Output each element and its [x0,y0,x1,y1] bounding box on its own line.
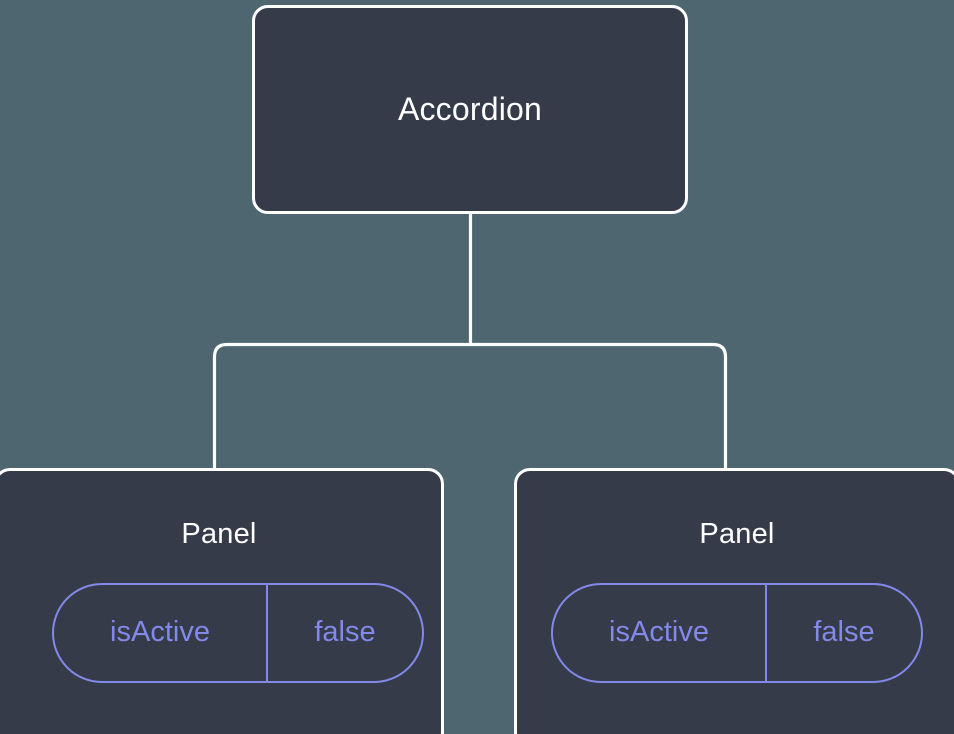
prop-value: false [314,616,376,649]
node-title: Accordion [397,90,543,127]
node-title: Panel [699,518,775,550]
prop-key: isActive [54,584,268,681]
node-title: Panel [181,518,257,550]
prop-badge[interactable]: isActive false [551,582,923,683]
tree-node-panel-1[interactable]: Panel isActive false [514,468,954,734]
prop-key: isActive [553,584,767,681]
edge-root-to-panel-0 [212,342,471,468]
edge-root-to-panel-1 [470,342,728,468]
prop-badge[interactable]: isActive false [52,582,424,683]
tree-node-accordion[interactable]: Accordion [252,5,688,214]
tree-node-panel-0[interactable]: Panel isActive false [0,468,444,734]
prop-value: false [813,616,875,649]
